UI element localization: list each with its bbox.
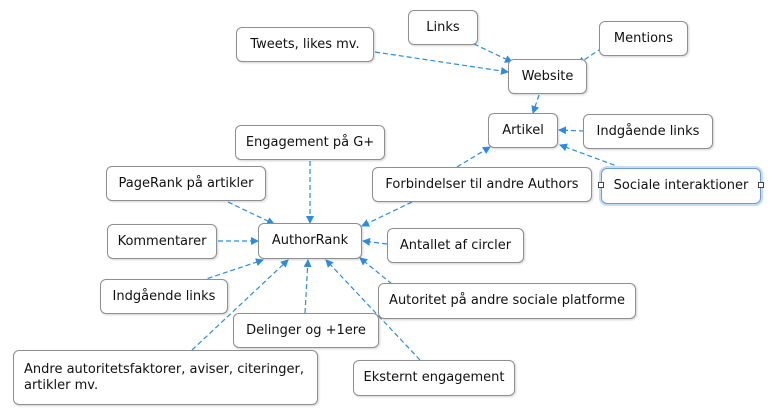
edge-forbindelser-to-authorrank[interactable] (361, 201, 413, 227)
edge-indgaaende-links-left-to-authorrank[interactable] (199, 258, 264, 282)
node-pagerank[interactable]: PageRank på artikler (106, 166, 266, 201)
edge-indgaaende-links-right-to-artikel[interactable] (558, 126, 585, 135)
node-kommentarer[interactable]: Kommentarer (107, 224, 217, 259)
node-indgaaende-links-right[interactable]: Indgående links (583, 114, 713, 149)
edge-forbindelser-to-artikel[interactable] (456, 146, 491, 168)
resize-handle-right[interactable] (758, 182, 764, 188)
node-sociale-label: Sociale interaktioner (613, 178, 749, 193)
node-forbindelser[interactable]: Forbindelser til andre Authors (372, 167, 592, 202)
node-autoritet-sociale-platforme[interactable]: Autoritet på andre sociale platforme (378, 283, 636, 319)
edge-autoritet-to-authorrank[interactable] (359, 257, 393, 285)
node-mentions[interactable]: Mentions (599, 21, 688, 56)
edge-tweets-to-website[interactable] (374, 51, 509, 75)
node-website[interactable]: Website (508, 59, 587, 94)
edge-pagerank-to-authorrank[interactable] (227, 201, 275, 225)
node-engagement-g-plus[interactable]: Engagement på G+ (235, 125, 385, 160)
resize-handle-left[interactable] (598, 182, 604, 188)
edge-antallet-to-authorrank[interactable] (362, 237, 388, 246)
node-authorrank[interactable]: AuthorRank (258, 223, 362, 259)
edge-links-top-to-website[interactable] (473, 43, 513, 63)
edge-delinger-to-authorrank[interactable] (303, 259, 312, 314)
node-eksternt-engagement[interactable]: Eksternt engagement (353, 360, 515, 396)
node-andre-autoritetsfaktorer[interactable]: Andre autoritetsfaktorer, aviser, citeri… (13, 350, 318, 405)
edge-eksternt-to-authorrank[interactable] (325, 259, 421, 361)
edge-sociale-to-artikel[interactable] (559, 143, 623, 169)
edge-andre-to-authorrank[interactable] (191, 259, 289, 351)
node-indgaaende-links-left[interactable]: Indgående links (100, 279, 228, 314)
node-links[interactable]: Links (408, 10, 478, 45)
node-sociale-interaktioner[interactable]: Sociale interaktioner (598, 168, 764, 204)
node-delinger[interactable]: Delinger og +1ere (233, 313, 379, 348)
edge-website-to-artikel[interactable] (531, 94, 540, 114)
node-antallet-af-circler[interactable]: Antallet af circler (387, 228, 524, 263)
node-artikel[interactable]: Artikel (488, 113, 558, 148)
node-tweets-likes[interactable]: Tweets, likes mv. (236, 27, 374, 62)
